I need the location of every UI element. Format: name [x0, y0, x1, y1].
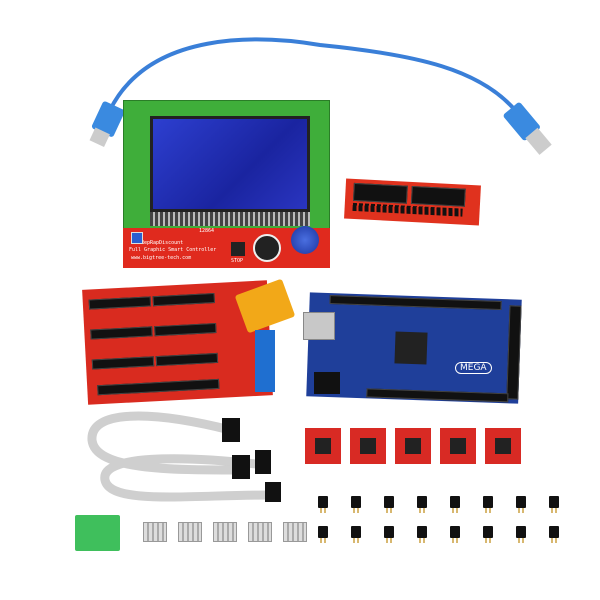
stop-label: STOP [231, 258, 244, 264]
rotary-encoder-knob [291, 226, 319, 254]
stepper-driver [440, 428, 476, 464]
jumper [516, 496, 526, 513]
website-label: www.bigtree-tech.com [131, 255, 192, 261]
ribbon-cables [87, 411, 271, 502]
adapter-board [344, 178, 481, 226]
contrast-pot [131, 232, 143, 244]
heatsink [178, 522, 202, 542]
jumper [450, 496, 460, 513]
jumper [549, 526, 559, 543]
lcd-pins [150, 212, 310, 226]
stepper-driver [485, 428, 521, 464]
jumper [351, 526, 361, 543]
lcd-screen [150, 116, 310, 212]
power-jack [314, 372, 340, 394]
product-label: Full Graphic Smart Controller [129, 247, 217, 253]
jumper [549, 496, 559, 513]
ribbon-connectors [222, 418, 281, 502]
jumper [318, 496, 328, 513]
brand-label: RepRapDiscount [141, 240, 184, 246]
screw-terminal [255, 330, 275, 392]
heatsink [283, 522, 307, 542]
usb-b-port [303, 312, 335, 340]
heatsink [213, 522, 237, 542]
buzzer [253, 234, 281, 262]
microcontroller-chip [394, 331, 428, 365]
usb-cable [108, 37, 517, 112]
usb-b-plug [89, 101, 125, 148]
jumper [318, 526, 328, 543]
terminal-block [75, 515, 120, 551]
jumper [384, 496, 394, 513]
controller-board: 12864 RepRapDiscount Full Graphic Smart … [123, 226, 330, 268]
stop-button [231, 242, 245, 256]
heatsink [143, 522, 167, 542]
jumper [483, 526, 493, 543]
jumper [417, 526, 427, 543]
jumper [483, 496, 493, 513]
heatsink [248, 522, 272, 542]
stepper-driver [350, 428, 386, 464]
jumper [351, 496, 361, 513]
stepper-driver [305, 428, 341, 464]
jumper [516, 526, 526, 543]
stepper-driver [395, 428, 431, 464]
jumper [417, 496, 427, 513]
jumper [450, 526, 460, 543]
model-label: 12864 [199, 228, 215, 234]
jumper [384, 526, 394, 543]
mega-label: MEGA [455, 362, 492, 374]
usb-a-plug [503, 102, 552, 155]
